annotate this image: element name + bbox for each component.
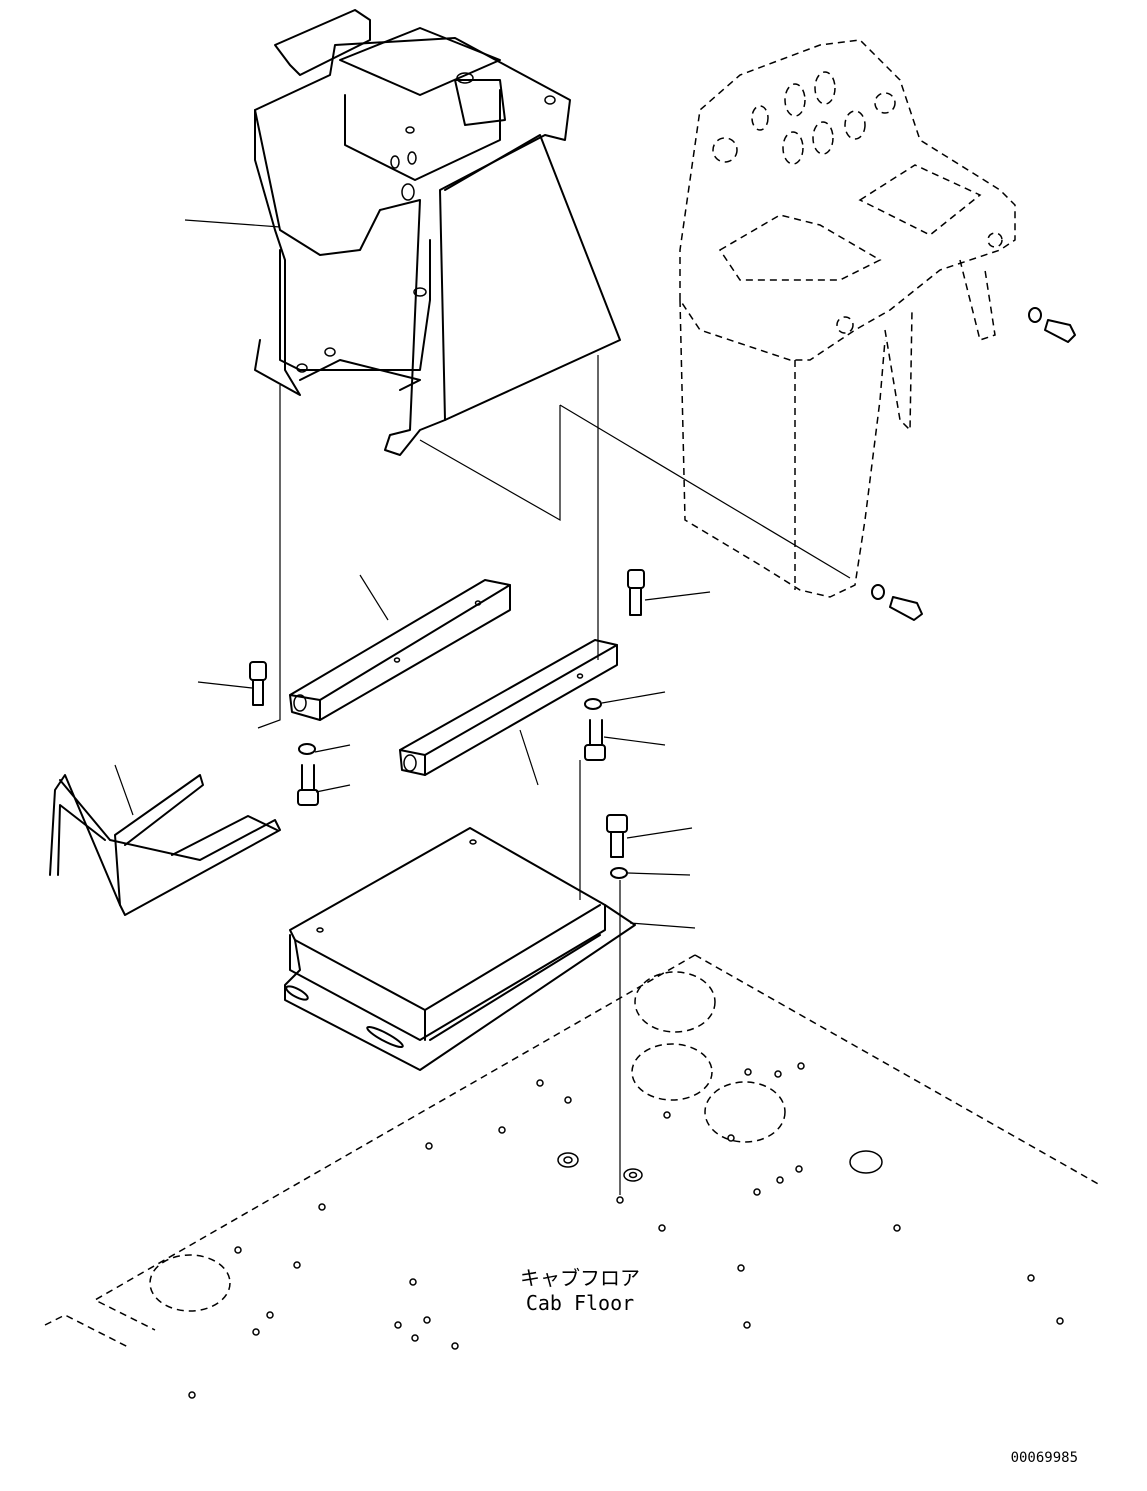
leader-lines xyxy=(114,219,711,929)
side-console-outline xyxy=(679,39,1016,598)
bolt-mid-right xyxy=(871,584,923,621)
rail-right xyxy=(399,639,618,776)
floor-bolt-holes xyxy=(188,1062,1064,1399)
bolt-right-upper xyxy=(627,569,645,616)
bolt-right-lower xyxy=(606,814,628,858)
controller-box xyxy=(284,827,636,1071)
washer-right xyxy=(584,698,602,710)
washer-right-lower xyxy=(610,867,628,879)
holder-frame xyxy=(49,774,281,916)
bolt-left-upper xyxy=(249,661,267,706)
drawing-number: 00069985 xyxy=(1011,1450,1078,1466)
floor-label-en: Cab Floor xyxy=(526,1291,634,1315)
console-bracket xyxy=(254,9,621,456)
bolt-left-lower xyxy=(297,764,319,806)
floor-label-jp: キャブフロア xyxy=(520,1266,640,1290)
washer-left xyxy=(298,743,316,755)
bolt-right-mid xyxy=(584,719,606,761)
cab-floor-outline xyxy=(44,954,1101,1349)
rail-left xyxy=(289,579,511,721)
bolt-upper-right xyxy=(1028,307,1076,343)
